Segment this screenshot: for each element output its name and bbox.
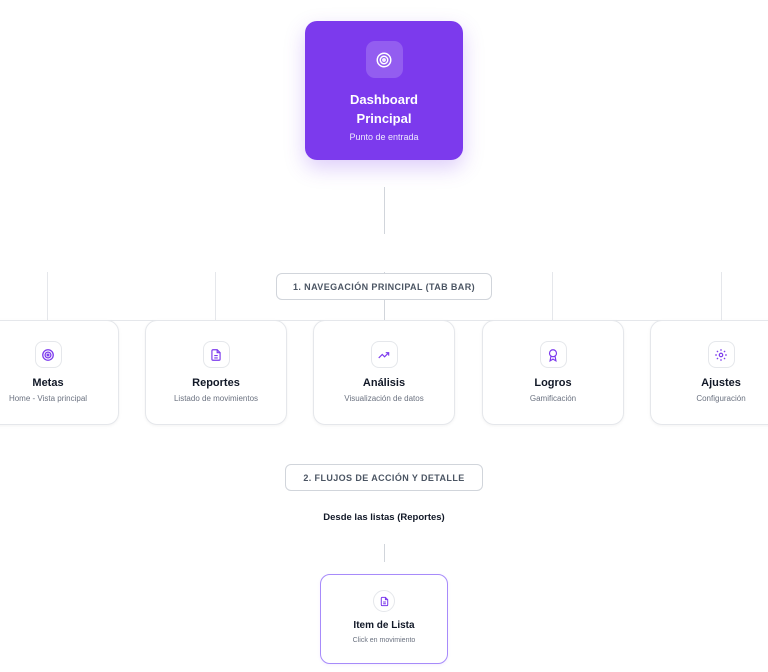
tab-title: Reportes [192, 377, 240, 389]
connector-metas [47, 272, 48, 320]
tab-subtitle: Configuración [696, 394, 746, 403]
root-subtitle: Punto de entrada [349, 132, 419, 142]
tab-subtitle: Visualización de datos [344, 394, 424, 403]
tab-node-ajustes[interactable]: Ajustes Configuración [650, 320, 768, 425]
tab-subtitle: Gamificación [529, 394, 577, 403]
root-node-dashboard[interactable]: Dashboard Principal Punto de entrada [305, 21, 463, 160]
gear-icon [707, 341, 735, 368]
flow-node-item-de-lista[interactable]: Item de Lista Click en movimiento [320, 574, 448, 664]
trend-up-icon [370, 341, 398, 368]
connector-flow-down [384, 544, 385, 562]
target-icon [365, 41, 403, 78]
item-title: Item de Lista [353, 620, 415, 631]
root-title: Dashboard Principal [350, 92, 418, 126]
document-icon [202, 341, 230, 368]
flow-heading: Desde las listas (Reportes) [323, 512, 445, 523]
tab-title: Ajustes [701, 377, 741, 389]
tab-subtitle: Listado de movimientos [173, 394, 259, 403]
item-subtitle: Click en movimiento [352, 637, 416, 644]
section-label-flows: 2. FLUJOS DE ACCIÓN Y DETALLE [285, 464, 483, 491]
tab-title: Logros [534, 377, 572, 389]
tab-node-analisis[interactable]: Análisis Visualización de datos [313, 320, 455, 425]
connector-root-down [384, 187, 385, 234]
connector-ajustes [721, 272, 722, 320]
connector-reportes [215, 272, 216, 320]
target-icon [34, 341, 62, 368]
document-icon [373, 590, 395, 612]
tab-node-reportes[interactable]: Reportes Listado de movimientos [145, 320, 287, 425]
tab-subtitle: Home - Vista principal [8, 394, 88, 403]
tab-title: Análisis [362, 377, 406, 389]
award-icon [539, 341, 567, 368]
connector-logros [552, 272, 553, 320]
tab-node-logros[interactable]: Logros Gamificación [482, 320, 624, 425]
section-label-nav: 1. NAVEGACIÓN PRINCIPAL (TAB BAR) [276, 273, 492, 300]
tab-title: Metas [32, 377, 64, 389]
tab-node-metas[interactable]: Metas Home - Vista principal [0, 320, 119, 425]
